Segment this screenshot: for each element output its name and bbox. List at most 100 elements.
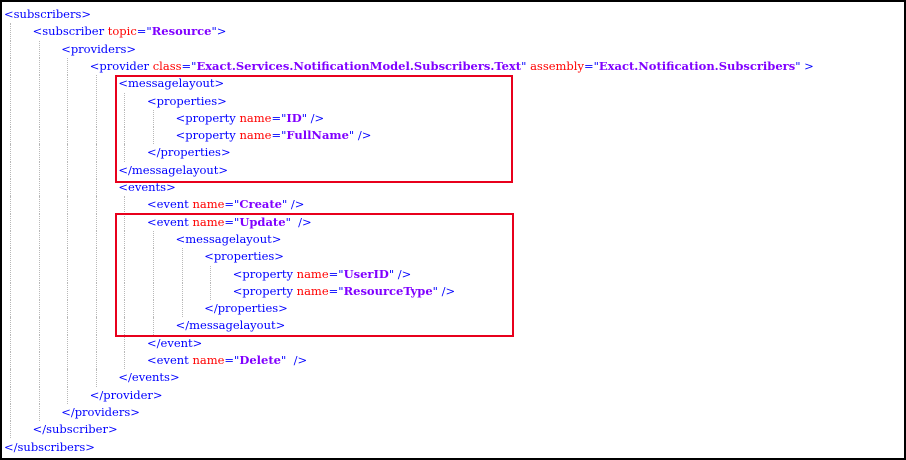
xml-tag-text: =" (271, 128, 287, 143)
indent-guide (38, 230, 40, 249)
indent-guide (124, 92, 126, 110)
indent-guide (67, 127, 69, 145)
xml-tag-text: </messagelayout> (118, 162, 229, 177)
indent-guide (67, 317, 69, 335)
xml-tag-text: <event (147, 197, 193, 212)
code-line: <events> (118, 179, 175, 196)
xml-tag-text: </properties> (147, 145, 231, 160)
code-line: </providers> (61, 404, 140, 421)
indent-guide (124, 352, 126, 370)
xml-tag-text: </provider> (89, 387, 163, 402)
indent-guide (124, 282, 126, 301)
indent-guide (10, 196, 11, 214)
xml-tag-text: <messagelayout> (118, 76, 225, 91)
xml-tag-text: " /> (281, 197, 305, 212)
code-line: <subscribers> (4, 6, 91, 23)
xml-tag-text: <properties> (204, 249, 284, 264)
code-line: </properties> (204, 300, 288, 317)
indent-guide (38, 265, 40, 283)
code-line: <event name="Update" /> (147, 214, 312, 231)
indent-guide (95, 317, 97, 335)
indent-guide (10, 230, 11, 249)
xml-attribute-value: Update (239, 214, 286, 229)
xml-tag-text: " /> (388, 266, 412, 281)
indent-guide (67, 230, 69, 249)
xml-tag-text: "> (211, 24, 227, 39)
indent-guide (38, 144, 40, 162)
indent-guide (10, 282, 11, 301)
indent-guide (181, 300, 183, 318)
indent-guide (95, 196, 97, 214)
indent-guide (67, 334, 69, 352)
indent-guide (38, 213, 40, 231)
code-line: <property name="ID" /> (176, 110, 325, 127)
indent-guide (153, 300, 154, 318)
xml-tag-text: <providers> (61, 41, 136, 56)
xml-tag-text: =" (328, 266, 344, 281)
xml-tag-text: </properties> (204, 301, 288, 316)
indent-guide (67, 300, 69, 318)
code-line: </properties> (147, 144, 231, 161)
code-line: </provider> (90, 387, 163, 404)
indent-guide (38, 40, 40, 58)
xml-tag-text: <events> (118, 180, 176, 194)
code-line: <subscriber topic="Resource"> (33, 23, 227, 40)
indent-guide (38, 282, 40, 301)
code-line: </event> (147, 335, 202, 352)
xml-tag-text: <properties> (147, 93, 227, 108)
indent-guide (124, 300, 126, 318)
indent-guide (10, 213, 11, 231)
indent-guide (67, 92, 69, 110)
indent-guide (95, 213, 97, 231)
indent-guide (95, 369, 97, 387)
xml-tag-text: " /> (348, 128, 372, 143)
highlight-box-update-event (115, 213, 514, 337)
indent-guide (38, 334, 40, 352)
indent-guide (38, 369, 40, 387)
xml-tag-text: <event (147, 214, 193, 229)
indent-guide (95, 352, 97, 370)
code-line: </messagelayout> (176, 317, 286, 334)
xml-tag-text: =" (224, 214, 240, 229)
xml-tag-text: =" (136, 24, 152, 39)
indent-guide (153, 109, 154, 128)
indent-guide (95, 334, 97, 352)
xml-tag-text: <provider (89, 58, 153, 73)
indent-guide (67, 282, 69, 301)
indent-guide (95, 144, 97, 162)
xml-attribute-value: Exact.Notification.Subscribers (598, 58, 796, 73)
xml-tag-text: " > (795, 58, 814, 73)
xml-tag-text: " (521, 58, 531, 73)
indent-guide (38, 109, 40, 128)
indent-guide (10, 92, 11, 110)
indent-guide (95, 109, 97, 128)
indent-guide (210, 265, 212, 283)
indent-guide (181, 282, 183, 301)
xml-attribute-name: name (239, 128, 272, 143)
code-line: </subscribers> (4, 439, 95, 456)
code-line: <provider class="Exact.Services.Notifica… (90, 58, 814, 75)
xml-attribute-name: name (296, 266, 329, 281)
indent-guide (124, 248, 126, 266)
xml-tag-text: <property (232, 283, 297, 298)
code-line: <properties> (147, 93, 227, 110)
indent-guide (10, 421, 11, 439)
indent-guide (67, 179, 69, 197)
xml-attribute-name: assembly (530, 58, 584, 73)
indent-guide (124, 127, 126, 145)
indent-guide (95, 179, 97, 197)
xml-attribute-name: name (296, 283, 329, 298)
xml-tag-text: <subscribers> (4, 7, 92, 21)
highlight-box-provider-messagelayout (115, 75, 513, 183)
indent-guide (10, 75, 11, 93)
indent-guide (38, 179, 40, 197)
indent-guide (38, 248, 40, 266)
indent-guide (10, 40, 11, 58)
xml-tag-text: =" (224, 353, 240, 367)
indent-guide (10, 352, 11, 370)
indent-guide (124, 317, 126, 335)
indent-guide (153, 230, 154, 249)
xml-tag-text: <property (175, 128, 240, 143)
indent-guide (38, 57, 40, 76)
